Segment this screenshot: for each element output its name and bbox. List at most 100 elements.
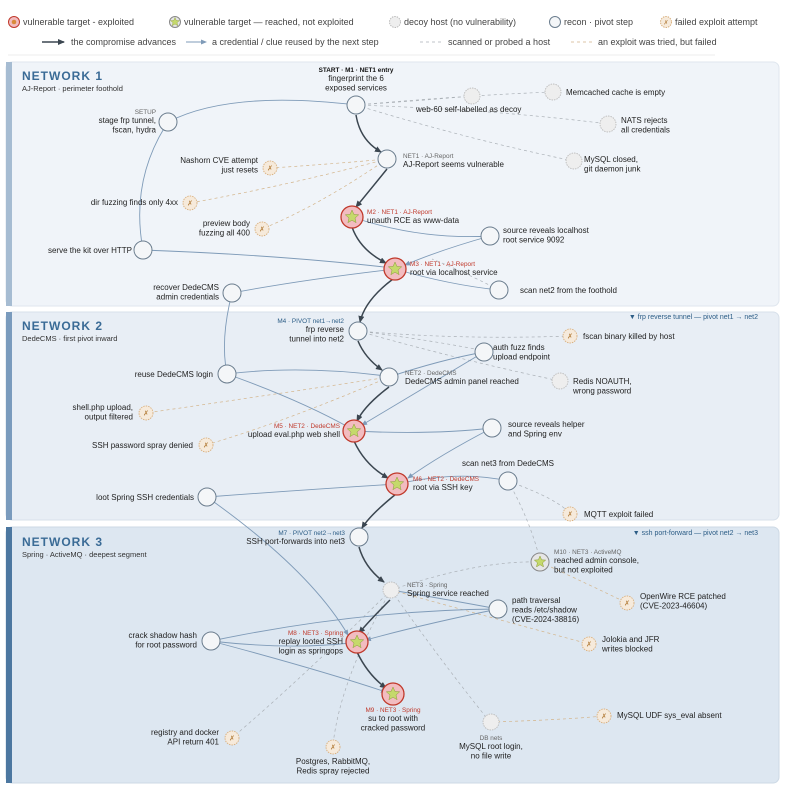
- legend-decoy: decoy host (no vulnerability): [389, 16, 516, 28]
- node-scan-net2: scan net2 from the foothold: [489, 280, 617, 300]
- edge-fail-ssh: [205, 376, 390, 446]
- node-scan-net3: scan net3 from DedeCMS: [462, 459, 554, 491]
- edge-scan-authfuzz: [357, 330, 481, 351]
- node-db-nets-label: MySQL root login,: [459, 742, 523, 751]
- legend-exploited-label: vulnerable target - exploited: [23, 17, 134, 27]
- node-redis: Redis NOAUTH,wrong password: [551, 372, 632, 396]
- edge-fail-shell: [145, 376, 390, 414]
- edge-scan-memcached: [355, 91, 554, 106]
- network-1-subtitle: AJ-Report · perimeter foothold: [22, 84, 123, 93]
- node-m2-rce-tag: M2 · NET1 · AJ-Report: [367, 209, 432, 216]
- edge-main-net1-m2: [355, 168, 388, 208]
- node-mysql-udf-label: MySQL UDF sys_eval absent: [617, 711, 722, 720]
- edge-scan-postgres: [332, 589, 392, 746]
- edge-main-m1-net1: [355, 114, 382, 153]
- node-redis-label: Redis NOAUTH,: [573, 377, 632, 386]
- legend-failed-label: failed exploit attempt: [675, 17, 758, 27]
- node-shell-upload: ✗shell.php upload,output filtered: [73, 403, 154, 422]
- cross-icon: ✗: [143, 410, 149, 418]
- star-icon: [389, 476, 405, 491]
- edge-fail-jolokia: [390, 589, 590, 645]
- edge-cred-reuse-m5: [226, 373, 351, 429]
- node-m8-replay-ssh-tag: M8 · NET3 · Spring: [288, 630, 343, 637]
- cross-icon: ✗: [601, 713, 607, 721]
- node-m4-frp-tag: M4 · PIVOT net1→net2: [277, 318, 344, 325]
- legend-credential-label: a credential / clue reused by the next s…: [212, 37, 379, 47]
- cross-icon: ✗: [229, 735, 235, 743]
- node-nashorn-label: just resets: [221, 166, 258, 175]
- node-m10-activemq-tag: M10 · NET3 · ActiveMQ: [554, 549, 621, 556]
- network-1-title: NETWORK 1: [22, 69, 103, 83]
- star-icon: [349, 634, 365, 649]
- node-memcached: Memcached cache is empty: [544, 83, 665, 101]
- cross-icon: ✗: [663, 20, 668, 27]
- node-crack-hash-label: for root password: [135, 641, 197, 650]
- edge-main-m4-net2: [357, 340, 383, 371]
- edge-cred-crack-m9: [210, 640, 387, 693]
- node-nats-label: all credentials: [621, 126, 670, 135]
- node-net2-dedecms-tag: NET2 · DedeCMS: [405, 370, 457, 377]
- node-m2-rce-label: unauth RCE as www-data: [367, 216, 460, 225]
- edge-main-m8-m9: [356, 651, 387, 689]
- node-setup-tag: SETUP: [135, 109, 156, 116]
- node-net2-dedecms-label: DedeCMS admin panel reached: [405, 377, 519, 386]
- edge-cred-scan3: [396, 475, 509, 485]
- edge-main-net3-m8: [358, 599, 391, 634]
- node-source-helper-label: source reveals helper: [508, 420, 585, 429]
- node-reuse-login-label: reuse DedeCMS login: [135, 370, 213, 379]
- node-mqtt: ✗MQTT exploit failed: [562, 506, 653, 522]
- node-fscan-killed: ✗fscan binary killed by host: [562, 328, 675, 344]
- cross-icon: ✗: [187, 200, 193, 208]
- node-path-traversal-label: (CVE-2024-38816): [512, 615, 579, 624]
- cross-icon: ✗: [259, 226, 265, 234]
- node-preview-fuzz-label: preview body: [203, 219, 250, 228]
- network-3-panel: NETWORK 3 Spring · ActiveMQ · deepest se…: [5, 526, 780, 784]
- node-db-nets-label: no file write: [471, 752, 512, 761]
- edge-cred-helper-m6: [407, 427, 493, 479]
- node-openwire: ✗OpenWire RCE patched(CVE-2023-46604): [619, 592, 726, 611]
- edge-scan-web60: [355, 95, 473, 106]
- legend-recon-label: recon · pivot step: [564, 17, 633, 27]
- node-jolokia-label: Jolokia and JFR: [602, 635, 660, 644]
- edge-main-m2-m3: [351, 226, 387, 264]
- node-m9-su-root-label: su to root with: [368, 714, 418, 723]
- node-m3-root-label: root via localhost service: [410, 268, 498, 277]
- network-2-subtitle: DedeCMS · first pivot inward: [22, 334, 117, 343]
- network-3-tunnel: ▼ ssh port-forward — pivot net2 → net3: [633, 530, 758, 537]
- edge-main-m5-m6: [353, 440, 389, 479]
- node-shell-upload-label: shell.php upload,: [73, 403, 134, 412]
- node-m8-replay-ssh-label: login as springops: [279, 647, 343, 656]
- node-openwire-label: (CVE-2023-46604): [640, 602, 707, 611]
- edge-fail-nashorn: [269, 158, 388, 169]
- node-m6-sshkey-label: root via SSH key: [413, 483, 473, 492]
- node-m5-webshell-label: upload eval.php web shell: [248, 430, 340, 439]
- node-m8-replay-ssh-label: replay looted SSH: [279, 637, 344, 646]
- edge-cred-helper: [353, 427, 493, 433]
- node-m4-frp-label: frp reverse: [306, 325, 345, 334]
- network-1-panel: NETWORK 1 AJ-Report · perimeter foothold: [5, 61, 780, 307]
- node-m1-fingerprint-label: fingerprint the 6: [328, 74, 384, 83]
- legend-recon: recon · pivot step: [549, 16, 633, 28]
- node-scan-net2-label: scan net2 from the foothold: [520, 286, 617, 295]
- node-m3-root-tag: M3 · NET1 · AJ-Report: [410, 261, 475, 268]
- node-m7-ssh-forward-label: SSH port-forwards into net3: [246, 537, 345, 546]
- node-jolokia-label: writes blocked: [601, 645, 653, 654]
- edge-cred-loot: [206, 483, 398, 498]
- node-db-nets-tag: DB nets: [480, 735, 503, 742]
- edge-cred-reuse-panel: [226, 369, 387, 378]
- node-mysql-label: git daemon junk: [584, 165, 641, 174]
- edge-cred-loot-m8: [206, 496, 349, 636]
- cross-icon: ✗: [586, 641, 592, 649]
